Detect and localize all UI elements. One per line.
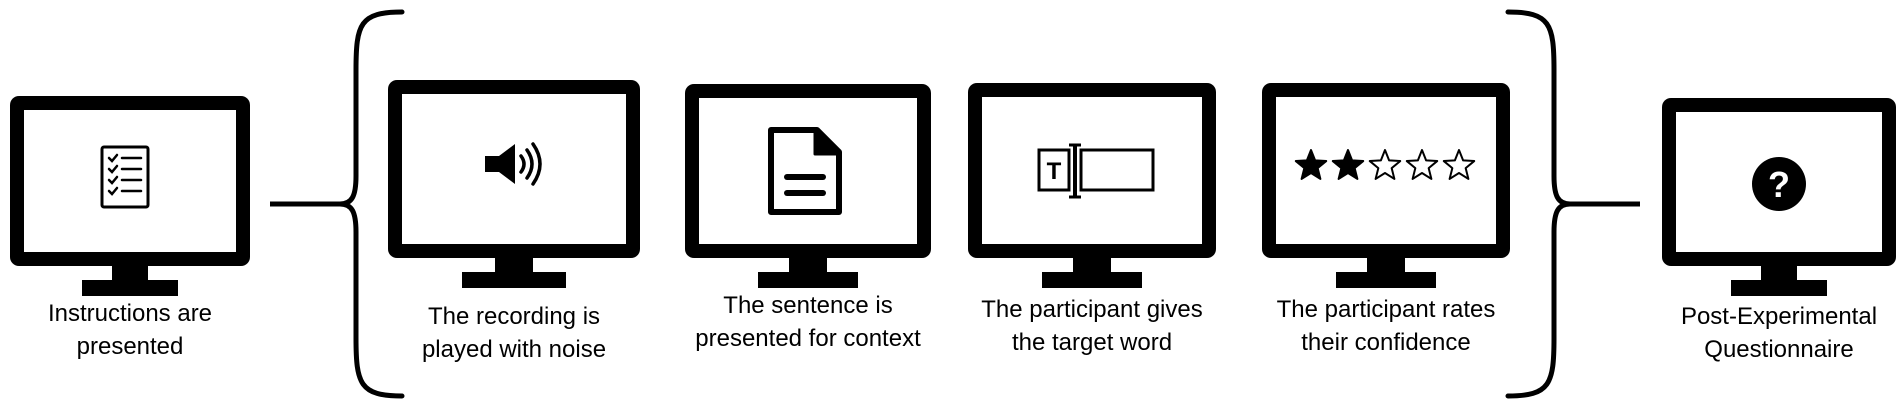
step-caption: The participant gives the target word — [962, 293, 1222, 359]
monitor-base — [82, 280, 178, 296]
caption-line-1: The participant rates — [1276, 296, 1496, 323]
caption-line-2: the target word — [1011, 329, 1173, 356]
caption-line-1: The participant gives — [981, 296, 1203, 323]
caption-line-1: Instructions are — [47, 300, 213, 327]
monitor-neck — [495, 258, 533, 272]
caption-line-2: Questionnaire — [1704, 336, 1854, 363]
monitor-base — [1042, 272, 1142, 288]
step-caption: Instructions are presented — [0, 297, 260, 363]
text-input-letter: T — [1047, 158, 1062, 185]
star-empty-icon — [1442, 149, 1476, 180]
monitor-base — [1336, 272, 1436, 288]
step-caption: The sentence is presented for context — [678, 289, 938, 355]
star-empty-icon — [1405, 149, 1439, 180]
monitor-neck — [1761, 266, 1797, 280]
star-filled-icon — [1294, 149, 1328, 180]
step-caption: Post-Experimental Questionnaire — [1651, 300, 1902, 366]
monitor-neck — [1367, 258, 1405, 272]
caption-line-2: played with noise — [421, 336, 607, 363]
monitor-neck — [1073, 258, 1111, 272]
monitor-screen — [968, 83, 1216, 258]
monitor-neck — [789, 258, 827, 272]
monitor-screen — [685, 84, 931, 258]
step-caption: The recording is played with noise — [384, 300, 644, 366]
monitor-base — [462, 272, 566, 288]
monitor-neck — [112, 266, 148, 280]
bracket-right — [1505, 9, 1571, 399]
star-rating-icon — [1294, 149, 1476, 180]
monitor-base — [758, 272, 858, 288]
step-caption: The participant rates their confidence — [1256, 293, 1516, 359]
question-mark-glyph: ? — [1768, 164, 1790, 205]
document-icon — [768, 127, 842, 215]
star-empty-icon — [1368, 149, 1402, 180]
caption-line-1: The recording is — [427, 303, 601, 330]
text-input-icon: T — [1037, 143, 1155, 199]
question-mark-icon: ? — [1752, 157, 1806, 211]
speaker-icon — [485, 142, 542, 186]
caption-line-2: their confidence — [1301, 329, 1471, 356]
checklist-icon — [100, 145, 150, 209]
caption-line-2: presented for context — [695, 325, 921, 352]
caption-line-2: presented — [76, 333, 184, 360]
caption-line-1: The sentence is — [723, 292, 893, 319]
bracket-left — [339, 9, 405, 399]
monitor-base — [1731, 280, 1827, 296]
caption-line-1: Post-Experimental — [1680, 303, 1878, 330]
star-filled-icon — [1331, 149, 1365, 180]
